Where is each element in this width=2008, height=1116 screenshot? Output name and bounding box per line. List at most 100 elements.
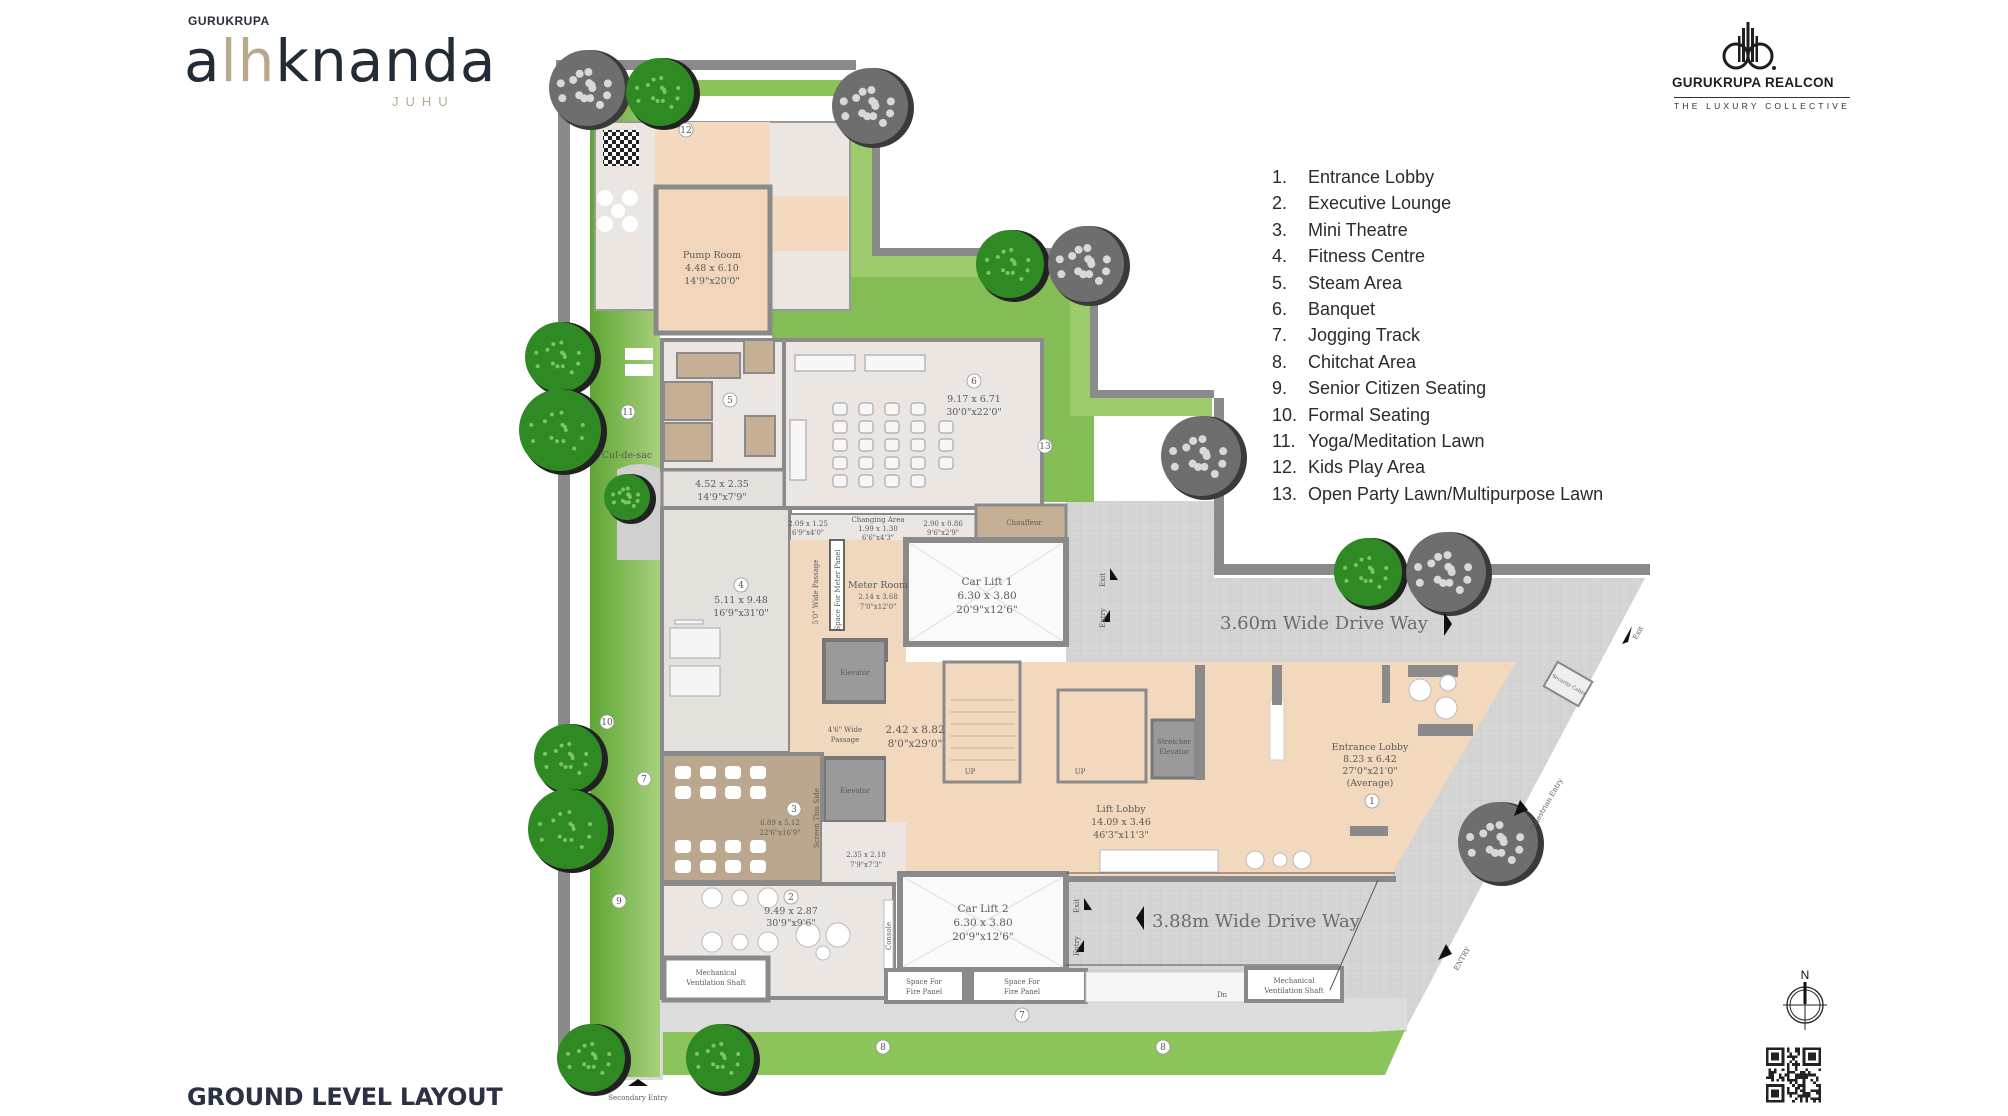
legend-label: Steam Area	[1308, 272, 1403, 293]
stretcher-elevator-line2: Elevator	[1159, 748, 1190, 756]
green-tree-icon	[1334, 538, 1408, 610]
legend-item: 6.Banquet	[1272, 296, 1603, 322]
marker-13: 13	[1039, 442, 1051, 452]
realcon-logo-icon	[1722, 22, 1776, 70]
lobby-walls	[886, 665, 1473, 882]
marker-8b: 8	[1160, 1043, 1166, 1053]
legend-label: Entrance Lobby	[1308, 167, 1435, 187]
pump-room-imperial: 14'9"x20'0"	[684, 276, 740, 287]
fire-panel-strip	[884, 968, 1088, 1004]
stretcher-elevator-line1: Stretcher	[1157, 738, 1191, 746]
legend-number: 8.	[1272, 351, 1288, 372]
passage-5-label: 5'0" Wide Passage	[812, 560, 820, 625]
banquet-metric: 9.17 x 6.71	[947, 394, 1001, 405]
exit-3-label: Exit	[1631, 625, 1645, 641]
security-cabin	[1542, 660, 1594, 708]
area-markers	[599, 122, 1380, 1055]
legend-number: 3.	[1272, 219, 1288, 240]
console-label: Console	[885, 922, 893, 950]
gym-equipment	[669, 619, 721, 697]
direction-arrows	[628, 568, 1632, 1086]
exit-1-label: Exit	[1099, 573, 1107, 587]
legend-number: 10.	[1272, 404, 1298, 425]
marker-2: 2	[788, 893, 794, 903]
marker-8a: 8	[880, 1043, 886, 1053]
meter-panel-label: Space For Meter Panel	[834, 549, 842, 631]
marker-11: 11	[622, 408, 633, 418]
marker-4: 4	[738, 581, 744, 591]
small-room-c-imperial: 7'9"x7'3"	[850, 861, 882, 869]
gray-tree-icon	[1161, 416, 1247, 500]
project-location: JUHU	[392, 94, 455, 109]
legend-number: 11.	[1272, 430, 1296, 451]
exec-lounge-imperial: 30'9"x9'6"	[766, 918, 816, 929]
car-lift-1-cross	[908, 542, 1064, 642]
marker-3: 3	[791, 805, 797, 815]
lounge-seating	[701, 887, 894, 971]
entrance-lobby-note: (Average)	[1347, 778, 1394, 789]
mech-shaft-1-line1: Mechanical	[696, 969, 738, 977]
legend-number: 13.	[1272, 483, 1298, 504]
arrow-entry-2	[1076, 940, 1084, 952]
passage-4-line2: Passage	[831, 736, 860, 744]
meter-room-metric: 2.14 x 3.68	[858, 593, 898, 601]
lift-lobby-metric: 14.09 x 3.46	[1091, 817, 1151, 828]
legend-item: 8.Chitchat Area	[1272, 349, 1603, 375]
green-tree-icon	[534, 724, 608, 796]
mini-theatre-imperial: 22'6"x16'9"	[760, 829, 801, 837]
legend-item: 1.Entrance Lobby	[1272, 164, 1603, 190]
small-room-c-metric: 2.35 x 2.18	[846, 851, 886, 859]
legend-number: 12.	[1272, 457, 1298, 478]
green-tree-icon	[604, 474, 656, 524]
legend-number: 4.	[1272, 246, 1288, 267]
steam-lobby-imperial: 14'9"x7'9"	[697, 492, 747, 503]
arrow-entry-1	[1102, 610, 1110, 622]
stair-1	[942, 660, 1022, 784]
green-tree-icon	[557, 1024, 631, 1096]
marker-7b: 7	[1019, 1011, 1025, 1021]
stair-1-up: UP	[965, 768, 976, 776]
lawn-band-right-2	[1090, 398, 1212, 416]
company-name: GURUKRUPA REALCON	[1672, 75, 1834, 90]
fitness-imperial: 16'9"x31'0"	[713, 608, 769, 619]
car-lift-2-name: Car Lift 2	[957, 903, 1008, 915]
main-entry-label: ENTRY	[1452, 946, 1472, 972]
legend-label: Mini Theatre	[1308, 219, 1408, 240]
banquet-chairs	[789, 354, 954, 488]
arrow-exit-2	[1084, 898, 1092, 910]
driveway-line	[1066, 872, 1395, 991]
legend-item: 5.Steam Area	[1272, 270, 1603, 296]
marker-5: 5	[727, 396, 733, 406]
project-name-accent: lh	[220, 27, 276, 95]
stair-2-up: UP	[1075, 768, 1086, 776]
elevator-1	[822, 638, 888, 704]
stair-1-lines	[950, 699, 1015, 761]
mech-shaft-2-line1: Mechanical	[1274, 977, 1316, 985]
page-title: GROUND LEVEL LAYOUT	[187, 1083, 503, 1111]
green-tree-icon	[626, 58, 700, 130]
changing-area-metric: 1.99 x 1.30	[858, 525, 898, 533]
marker-9: 9	[616, 897, 622, 907]
gray-tree-icon	[1048, 226, 1130, 306]
mini-theatre-screen: Screen This Side	[813, 788, 821, 848]
gray-tree-icon	[549, 50, 631, 130]
changing-area-imperial: 6'6"x4'3"	[862, 534, 894, 542]
legend-label: Banquet	[1308, 298, 1376, 319]
legend-item: 7.Jogging Track	[1272, 322, 1603, 348]
legend-label: Yoga/Meditation Lawn	[1308, 430, 1485, 451]
marker-12: 12	[680, 126, 691, 136]
legend-item: 2.Executive Lounge	[1272, 190, 1603, 216]
arrow-secondary-entry	[628, 1079, 648, 1086]
exit-2-label: Exit	[1073, 899, 1081, 913]
chauffeur-room	[974, 503, 1068, 541]
small-room-a-imperial: 6'9"x4'0"	[792, 529, 824, 537]
green-tree-icon	[519, 389, 607, 475]
fire-panel-1-line1: Space For	[906, 978, 942, 986]
car-lift-2-metric: 6.30 x 3.80	[953, 917, 1012, 929]
green-tree-icon	[528, 789, 614, 873]
project-logo: alhknanda	[184, 32, 496, 90]
legend-number: 7.	[1272, 325, 1288, 346]
fire-panel-1-line2: Fire Panel	[906, 988, 943, 996]
qr-code[interactable]	[1766, 1046, 1821, 1104]
marker-1: 1	[1369, 797, 1375, 807]
